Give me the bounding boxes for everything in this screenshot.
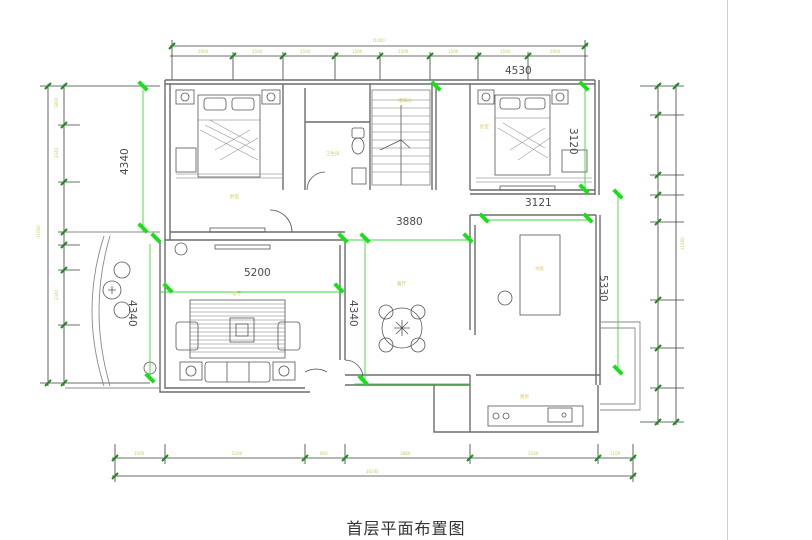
dim-living-width: 5200 — [244, 267, 271, 279]
dim-kitchen-height: 5330 — [597, 275, 609, 302]
svg-text:2340: 2340 — [54, 147, 59, 158]
svg-text:16200: 16200 — [366, 469, 379, 474]
room-label-living: 客厅 — [232, 290, 241, 297]
svg-text:3330: 3330 — [528, 451, 539, 456]
doors — [269, 209, 364, 379]
svg-text:2000: 2000 — [550, 49, 561, 54]
right-dimension-chain: 11000 — [640, 82, 685, 426]
svg-text:5200: 5200 — [232, 451, 243, 456]
living-room-sofa-set — [143, 242, 301, 383]
dim-top-right: 4530 — [505, 65, 532, 77]
room-label-dining: 餐厅 — [397, 280, 406, 287]
svg-text:1500: 1500 — [300, 49, 311, 54]
staircase — [371, 89, 431, 186]
svg-text:11000: 11000 — [680, 237, 685, 250]
room-label-kitchen: 厨房 — [520, 393, 529, 400]
room-label-study: 书房 — [535, 265, 544, 272]
study-desk — [497, 234, 561, 316]
svg-text:1500: 1500 — [252, 49, 263, 54]
balcony-table-set — [102, 261, 131, 319]
svg-text:2000: 2000 — [198, 49, 209, 54]
room-label-bedroom-left: 卧室 — [230, 193, 239, 200]
dim-right-bedroom-width: 3121 — [525, 197, 552, 209]
dim-right-bedroom-height: 3120 — [567, 128, 579, 155]
axis-markers — [137, 80, 624, 386]
left-dimension-chain: 11000 1800 2340 2340 — [36, 82, 160, 387]
walls — [65, 79, 641, 433]
left-bedroom-bed — [175, 89, 282, 233]
svg-text:600: 600 — [320, 451, 328, 456]
svg-text:1100: 1100 — [610, 451, 621, 456]
svg-text:11000: 11000 — [372, 38, 385, 43]
svg-text:1500: 1500 — [352, 49, 363, 54]
svg-text:3880: 3880 — [400, 451, 411, 456]
svg-text:1500: 1500 — [398, 49, 409, 54]
room-label-stair: 楼梯间 — [398, 97, 412, 104]
room-label-bathroom: 卫生间 — [326, 150, 340, 157]
right-bedroom-bed — [476, 89, 592, 191]
dim-living-height: 4340 — [347, 300, 359, 327]
dim-left-bedroom-height: 4340 — [119, 148, 131, 175]
page-border-line — [727, 0, 728, 540]
kitchen-counter — [487, 405, 584, 427]
svg-text:1500: 1500 — [448, 49, 459, 54]
dim-balcony-height: 4340 — [126, 300, 138, 327]
bathroom-fixtures — [306, 127, 367, 191]
svg-text:1500: 1500 — [500, 49, 511, 54]
room-label-bedroom-right: 卧室 — [480, 123, 489, 130]
dim-hall-width: 3880 — [396, 216, 423, 228]
svg-text:11000: 11000 — [36, 225, 41, 238]
bottom-dimension-chain: 1500 5200 600 3880 3330 1100 16200 — [111, 444, 637, 482]
svg-text:2340: 2340 — [54, 289, 59, 300]
drawing-title: 首层平面布置图 — [346, 519, 466, 538]
top-dimension-chain: 11000 2000 1500 1500 1500 1500 1500 1500… — [168, 38, 589, 80]
svg-text:1500: 1500 — [134, 451, 145, 456]
dining-table-set — [378, 304, 426, 353]
svg-text:1800: 1800 — [54, 97, 59, 108]
